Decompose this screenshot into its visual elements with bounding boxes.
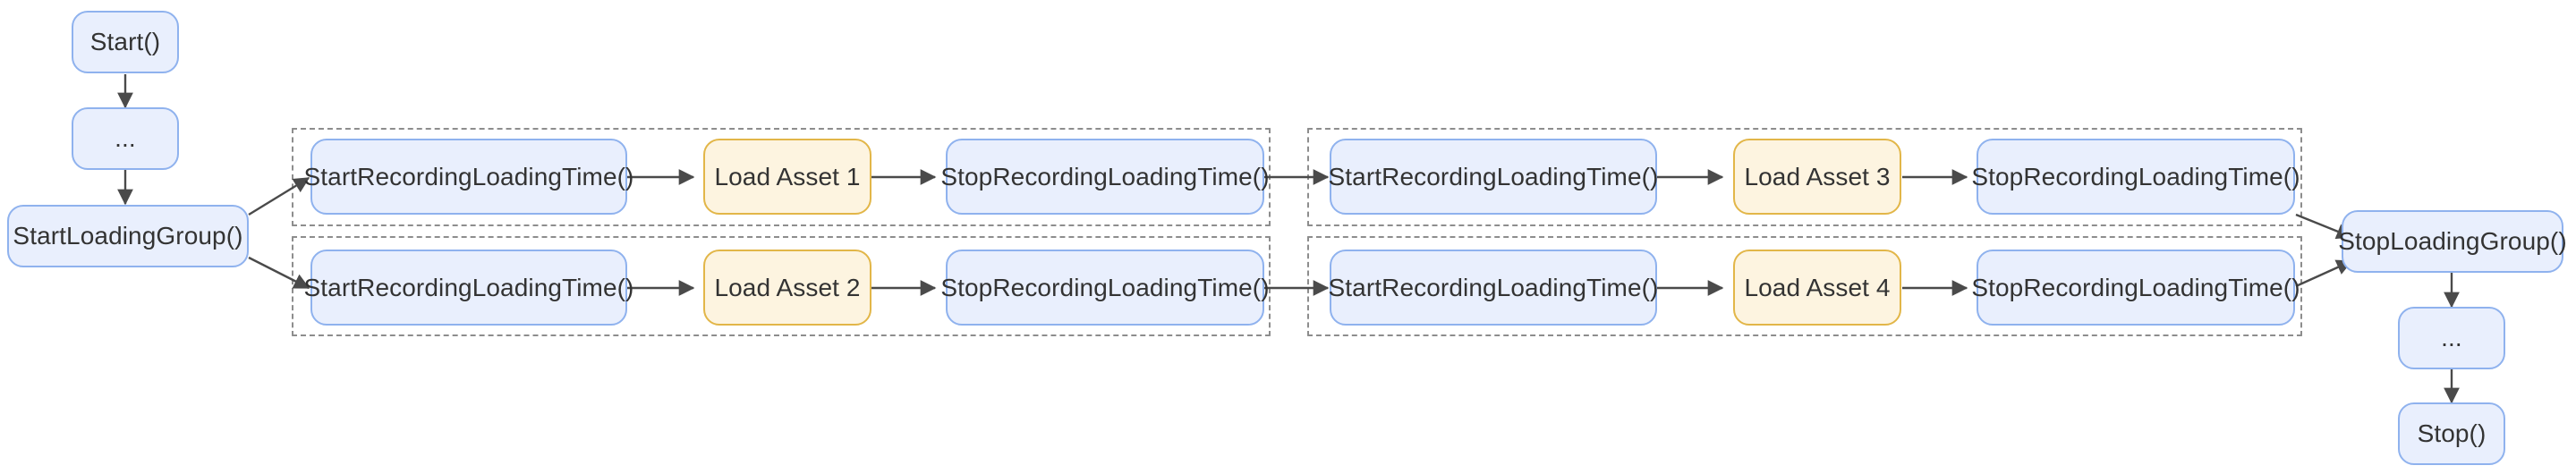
group-2-row-1-step-1[interactable]: StartRecordingLoadingTime() [1329,139,1658,215]
group-1-row-1-step-3[interactable]: StopRecordingLoadingTime() [940,139,1270,215]
node-start[interactable]: Start() [72,11,179,73]
node-start-loading-group[interactable]: StartLoadingGroup() [7,205,249,267]
node-ellipsis-top[interactable]: ... [72,107,179,170]
group-1-row-2-step-1[interactable]: StartRecordingLoadingTime() [304,250,633,326]
group-1-row-1-step-2[interactable]: Load Asset 1 [703,139,871,215]
group-2-row-2-step-3[interactable]: StopRecordingLoadingTime() [1971,250,2300,326]
group-1-row-2-step-2[interactable]: Load Asset 2 [703,250,871,326]
node-stop[interactable]: Stop() [2398,402,2505,465]
group-1-row-2-step-3[interactable]: StopRecordingLoadingTime() [940,250,1270,326]
group-1-row-1-step-1[interactable]: StartRecordingLoadingTime() [304,139,633,215]
node-stop-loading-group[interactable]: StopLoadingGroup() [2338,210,2567,273]
group-2-row-2-step-2[interactable]: Load Asset 4 [1733,250,1901,326]
group-2-row-1-step-2[interactable]: Load Asset 3 [1733,139,1901,215]
group-2-row-2-step-1[interactable]: StartRecordingLoadingTime() [1329,250,1658,326]
group-2-row-1-step-3[interactable]: StopRecordingLoadingTime() [1971,139,2300,215]
node-ellipsis-bottom[interactable]: ... [2398,307,2505,369]
